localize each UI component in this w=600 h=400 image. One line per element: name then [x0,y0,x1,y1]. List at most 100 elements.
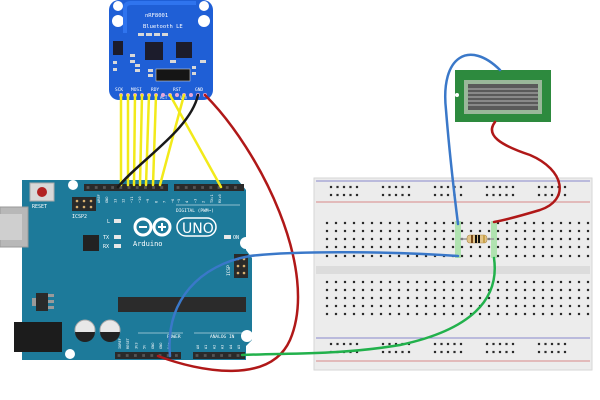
pin-label: ~6 [171,199,175,203]
breadboard-hole [496,296,500,300]
pin-label: A4 [229,345,233,349]
breadboard-hole [442,312,446,316]
breadboard-hole [379,229,383,233]
breadboard-hole [460,288,464,292]
terminal-holes [325,221,590,316]
rail-hole [459,342,463,346]
mounting-hole [112,15,124,27]
rail-hole [342,193,346,197]
breadboard-hole [541,288,545,292]
led-l [114,219,121,223]
breadboard-hole [415,245,419,249]
breadboard-hole [325,221,329,225]
breadboard-hole [433,280,437,284]
breadboard-hole [397,237,401,241]
rail-hole [485,193,489,197]
pin-label: 13 [113,199,117,203]
digital-pin-holes [86,186,237,189]
breadboard-hole [559,304,563,308]
led-on-label: ON [233,235,239,241]
breadboard-hole [406,312,410,316]
breadboard-hole [460,221,464,225]
level-shifter-chip [176,42,192,58]
breadboard-hole [334,221,338,225]
rail-hole [550,350,554,354]
pin-label: 8 [154,201,158,203]
power-pin [175,354,178,357]
breadboard-hole [343,304,347,308]
antenna-trace [123,1,196,33]
breadboard-hole [424,296,428,300]
power-label: POWER [167,334,181,340]
rail-hole [453,342,456,346]
reset-button[interactable] [29,182,55,202]
breadboard-hole [559,245,563,249]
pin-label: 4 [185,201,189,203]
breadboard-hole [343,229,347,233]
breadboard-hole [370,254,374,258]
breadboard-hole [532,304,536,308]
breadboard-hole [577,229,581,233]
pin-label: ~11 [130,197,134,204]
breadboard-hole [388,280,392,284]
rail-hole [492,350,495,354]
breadboard-hole [586,254,590,258]
breadboard-hole [334,296,338,300]
breadboard-hole [523,304,527,308]
breadboard-hole [505,245,509,249]
breadboard-hole [388,254,392,258]
breadboard-hole [397,245,401,249]
breadboard-hole [442,229,446,233]
pin-label: A3 [221,345,225,349]
breadboard-hole [370,221,374,225]
breadboard-hole [433,229,437,233]
rail-hole [492,185,495,189]
breadboard-hole [460,296,464,300]
breadboard-hole [532,280,536,284]
rail-hole [557,350,560,354]
flex-sensor-module [455,70,551,122]
breadboard-hole [379,254,383,258]
rail-hole [511,342,515,346]
breadboard-hole [586,221,590,225]
smd-components [113,33,206,77]
breadboard-hole [388,245,392,249]
rail-hole [498,342,502,346]
breadboard-hole [352,229,356,233]
led-l-label: L [107,219,110,225]
pin-label: GND [105,197,109,204]
breadboard-hole [514,229,518,233]
breadboard-hole [559,221,563,225]
rail-hole [544,193,547,197]
rail-hole [492,342,495,346]
breadboard-hole [343,245,347,249]
pin-label: GND [151,343,155,350]
breadboard-hole [352,221,356,225]
breadboard-hole [568,229,572,233]
digital-pin [103,186,106,189]
breadboard-hole [406,245,410,249]
breadboard-hole [352,296,356,300]
digital-pin [135,186,139,189]
wire-yellow-rdy [151,93,158,187]
breadboard-hole [496,304,500,308]
breadboard-hole [586,229,590,233]
rail-hole [505,185,508,189]
resistor-band-2 [475,235,477,243]
breadboard-hole [361,245,365,249]
pin-label: RESET [126,337,130,349]
breadboard-hole [379,288,383,292]
breadboard-hole [424,254,428,258]
breadboard-hole [388,229,392,233]
breadboard-hole [577,280,581,284]
breadboard-hole [496,280,500,284]
breadboard-hole [433,296,437,300]
rail-hole [349,193,352,197]
breadboard-hole [334,280,338,284]
breadboard-hole [532,288,536,292]
rail-hole [485,342,489,346]
voltage-regulator [32,293,54,311]
breadboard-hole [343,288,347,292]
ble-pin-label-sck: SCK [115,87,123,93]
breadboard-hole [496,312,500,316]
